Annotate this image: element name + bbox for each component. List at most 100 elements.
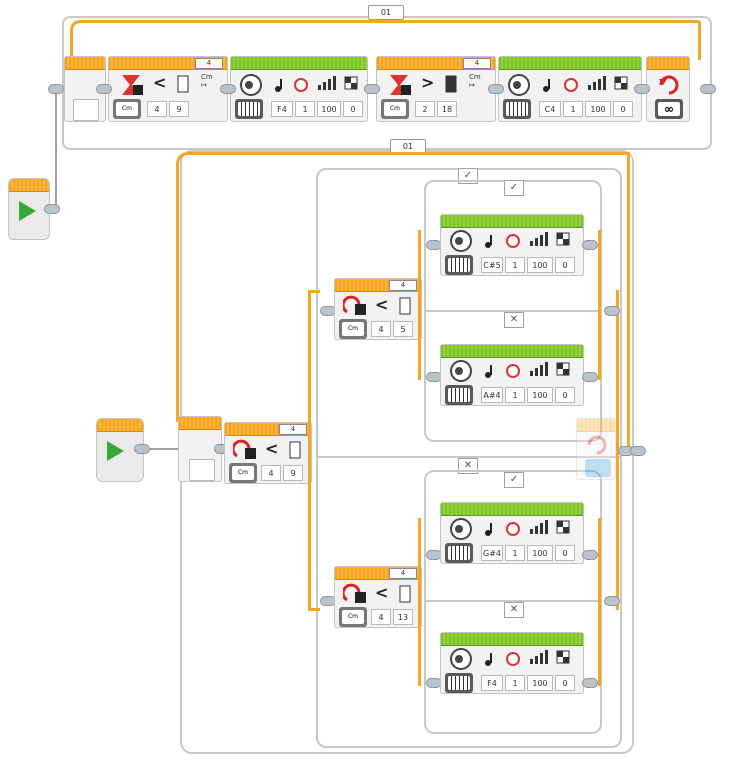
branch-wire — [418, 518, 421, 686]
loop-mode-selector[interactable] — [585, 459, 611, 477]
piano-mode-selector[interactable] — [445, 673, 473, 693]
upper-false-tab[interactable]: ✕ — [504, 312, 524, 328]
unit-icon: Cm↦ — [201, 73, 213, 89]
piano-mode-selector[interactable] — [235, 99, 263, 119]
top-loop-end[interactable]: ∞ — [646, 56, 690, 122]
param-play-type[interactable]: 0 — [555, 675, 575, 691]
start-out-connector[interactable] — [134, 444, 150, 454]
top-wait-block-1[interactable]: 4 < Cm↦ Cm 4 9 — [108, 56, 228, 122]
main-loop-wire — [176, 152, 628, 422]
top-wait-block-2[interactable]: 4 > Cm↦ Cm 2 18 — [376, 56, 496, 122]
branch-wire — [308, 290, 320, 293]
connector[interactable] — [634, 84, 650, 94]
start-block-2[interactable] — [96, 418, 144, 482]
outer-switch-block[interactable]: 4 < Cm 4 9 — [224, 422, 312, 484]
param-play-type[interactable]: 0 — [613, 101, 633, 117]
param-port[interactable]: 4 — [147, 101, 167, 117]
connector[interactable] — [488, 84, 504, 94]
note-icon — [275, 79, 282, 92]
connector[interactable] — [582, 550, 598, 560]
connector[interactable] — [604, 596, 620, 606]
param-note[interactable]: C#5 — [481, 257, 503, 273]
param-duration[interactable]: 1 — [505, 545, 525, 561]
param-duration[interactable]: 1 — [295, 101, 315, 117]
param-note[interactable]: F4 — [271, 101, 293, 117]
param-note[interactable]: A#4 — [481, 387, 503, 403]
port-label[interactable]: 4 — [389, 568, 417, 579]
piano-mode-selector[interactable] — [503, 99, 531, 119]
lower-true-tab[interactable]: ✓ — [504, 472, 524, 488]
param-play-type[interactable]: 0 — [555, 387, 575, 403]
sequence-wire — [150, 448, 180, 450]
param-play-type[interactable]: 0 — [343, 101, 363, 117]
connector[interactable] — [604, 306, 620, 316]
start-block-1[interactable] — [8, 178, 50, 240]
param-volume[interactable]: 100 — [527, 257, 553, 273]
param-play-type[interactable]: 0 — [555, 545, 575, 561]
mode-selector[interactable]: Cm — [381, 99, 409, 119]
piano-mode-selector[interactable] — [445, 255, 473, 275]
port-label[interactable]: 4 — [279, 424, 307, 435]
upper-true-tab[interactable]: ✓ — [504, 180, 524, 196]
param-duration[interactable]: 1 — [563, 101, 583, 117]
connector[interactable] — [96, 84, 112, 94]
lower-true-sound-block[interactable]: G#4 1 100 0 — [440, 502, 584, 564]
param-port[interactable]: 4 — [371, 609, 391, 625]
mode-selector[interactable]: Cm — [339, 607, 367, 627]
port-label[interactable]: 4 — [389, 280, 417, 291]
param-volume[interactable]: 100 — [527, 545, 553, 561]
connector[interactable] — [364, 84, 380, 94]
speaker-icon — [508, 74, 530, 96]
param-port[interactable]: 4 — [261, 465, 281, 481]
port-label[interactable]: 4 — [463, 58, 491, 69]
param-port[interactable]: 4 — [371, 321, 391, 337]
param-duration[interactable]: 1 — [505, 387, 525, 403]
param-volume[interactable]: 100 — [585, 101, 611, 117]
mode-selector[interactable]: Cm — [339, 319, 367, 339]
upper-true-sound-block[interactable]: C#5 1 100 0 — [440, 214, 584, 276]
top-loop-in-connector[interactable] — [48, 84, 64, 94]
upper-switch-block[interactable]: 4 < Cm 4 5 — [334, 278, 422, 340]
upper-false-sound-block[interactable]: A#4 1 100 0 — [440, 344, 584, 406]
mode-selector[interactable]: Cm — [229, 463, 257, 483]
param-threshold[interactable]: 9 — [169, 101, 189, 117]
param-volume[interactable]: 100 — [527, 675, 553, 691]
connector[interactable] — [220, 84, 236, 94]
param-threshold[interactable]: 9 — [283, 465, 303, 481]
connector[interactable] — [582, 240, 598, 250]
port-label[interactable]: 4 — [195, 58, 223, 69]
param-volume[interactable]: 100 — [317, 101, 341, 117]
lower-switch-block[interactable]: 4 < Cm 4 13 — [334, 566, 422, 628]
start-out-connector[interactable] — [44, 204, 60, 214]
lower-switch-frame[interactable] — [424, 470, 602, 734]
connector[interactable] — [582, 372, 598, 382]
param-threshold[interactable]: 5 — [393, 321, 413, 337]
param-note[interactable]: C4 — [539, 101, 561, 117]
param-threshold[interactable]: 13 — [393, 609, 413, 625]
lower-false-sound-block[interactable]: F4 1 100 0 — [440, 632, 584, 694]
piano-mode-selector[interactable] — [445, 543, 473, 563]
param-note[interactable]: F4 — [481, 675, 503, 691]
loop-mode-selector[interactable]: ∞ — [655, 99, 683, 119]
branch-wire — [308, 608, 320, 611]
param-note[interactable]: G#4 — [481, 545, 503, 561]
connector[interactable] — [582, 678, 598, 688]
connector[interactable] — [630, 446, 646, 456]
lower-false-tab[interactable]: ✕ — [504, 602, 524, 618]
top-sound-block-1[interactable]: F4 1 100 0 — [230, 56, 368, 122]
mode-selector[interactable]: Cm — [113, 99, 141, 119]
param-duration[interactable]: 1 — [505, 675, 525, 691]
top-loop-wire-right — [698, 20, 701, 60]
param-port[interactable]: 2 — [415, 101, 435, 117]
piano-mode-selector[interactable] — [445, 385, 473, 405]
main-loop-end[interactable] — [576, 418, 616, 480]
param-threshold[interactable]: 18 — [437, 101, 457, 117]
param-volume[interactable]: 100 — [527, 387, 553, 403]
top-sound-block-2[interactable]: C4 1 100 0 — [498, 56, 642, 122]
connector[interactable] — [700, 84, 716, 94]
param-duration[interactable]: 1 — [505, 257, 525, 273]
main-loop-start[interactable] — [178, 416, 222, 482]
top-loop-label[interactable]: 01 — [368, 5, 404, 20]
param-play-type[interactable]: 0 — [555, 257, 575, 273]
